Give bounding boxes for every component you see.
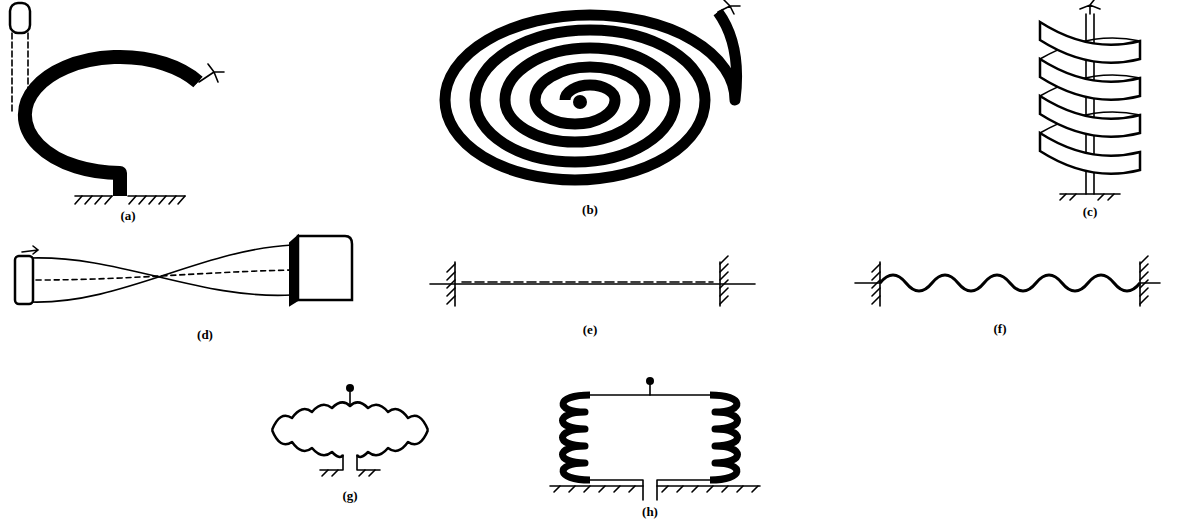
diaphragm-capsule <box>272 384 428 476</box>
base-hatch <box>322 470 375 476</box>
tensioned-wire <box>430 256 755 306</box>
helical-spring <box>1040 0 1140 200</box>
rod-knob <box>646 377 654 385</box>
torque-arrow <box>22 246 38 254</box>
output-rod <box>349 392 351 406</box>
tube-cap <box>10 3 30 33</box>
strip-edge <box>30 245 292 302</box>
figure-label: (h) <box>640 504 660 519</box>
ribbon-front <box>1040 133 1140 174</box>
output-rod <box>649 384 651 395</box>
figure-label: (d) <box>195 327 215 342</box>
spiral-spring <box>445 0 740 180</box>
wire-band <box>462 281 713 283</box>
wall-hatch <box>872 256 1148 304</box>
rod-knob <box>346 384 354 392</box>
bellows-wall-outer <box>563 395 591 480</box>
strip-end <box>15 256 33 304</box>
ground-hatch <box>554 486 758 492</box>
torsion-strip <box>15 236 352 305</box>
wall-hatch <box>447 256 728 304</box>
bourdon-tube-inner <box>25 57 198 196</box>
figure-label: (a) <box>118 208 137 223</box>
base-line <box>1060 193 1120 195</box>
diaphragm-lower <box>272 430 428 457</box>
figure-label: (e) <box>581 322 599 337</box>
figure-label: (g) <box>340 488 359 503</box>
figure-label: (b) <box>580 202 600 217</box>
bellows-wall-outer <box>710 395 738 480</box>
ribbon-front <box>1040 96 1140 137</box>
bourdon-tube-outer <box>25 57 198 196</box>
spiral-outer <box>445 12 737 180</box>
bellows-wall-inner <box>710 395 738 480</box>
wire-axis <box>430 283 755 285</box>
pointer-fork <box>1080 0 1100 14</box>
strip-hidden-edge <box>36 270 292 280</box>
pointer-fork <box>199 64 224 82</box>
spiral-inner <box>445 12 737 180</box>
figure-label: (f) <box>992 321 1009 336</box>
pointer-fork <box>718 0 740 14</box>
ground-hatch <box>75 196 185 204</box>
inlet-stub <box>320 455 380 470</box>
ribbon-front <box>1040 59 1140 100</box>
support-wall <box>455 262 720 306</box>
corrugated-strip <box>855 256 1160 306</box>
support-wall <box>880 262 1140 306</box>
ribbon-front <box>1040 22 1140 63</box>
clamp-block <box>298 236 352 300</box>
bourdon-tube <box>10 3 224 204</box>
spiral-arbor <box>573 95 587 109</box>
bellows <box>550 377 760 500</box>
bellows-wall-inner <box>563 395 591 480</box>
base-hatch <box>1060 194 1114 200</box>
figure-label: (c) <box>1081 204 1099 219</box>
corrugated-wave <box>880 275 1140 291</box>
